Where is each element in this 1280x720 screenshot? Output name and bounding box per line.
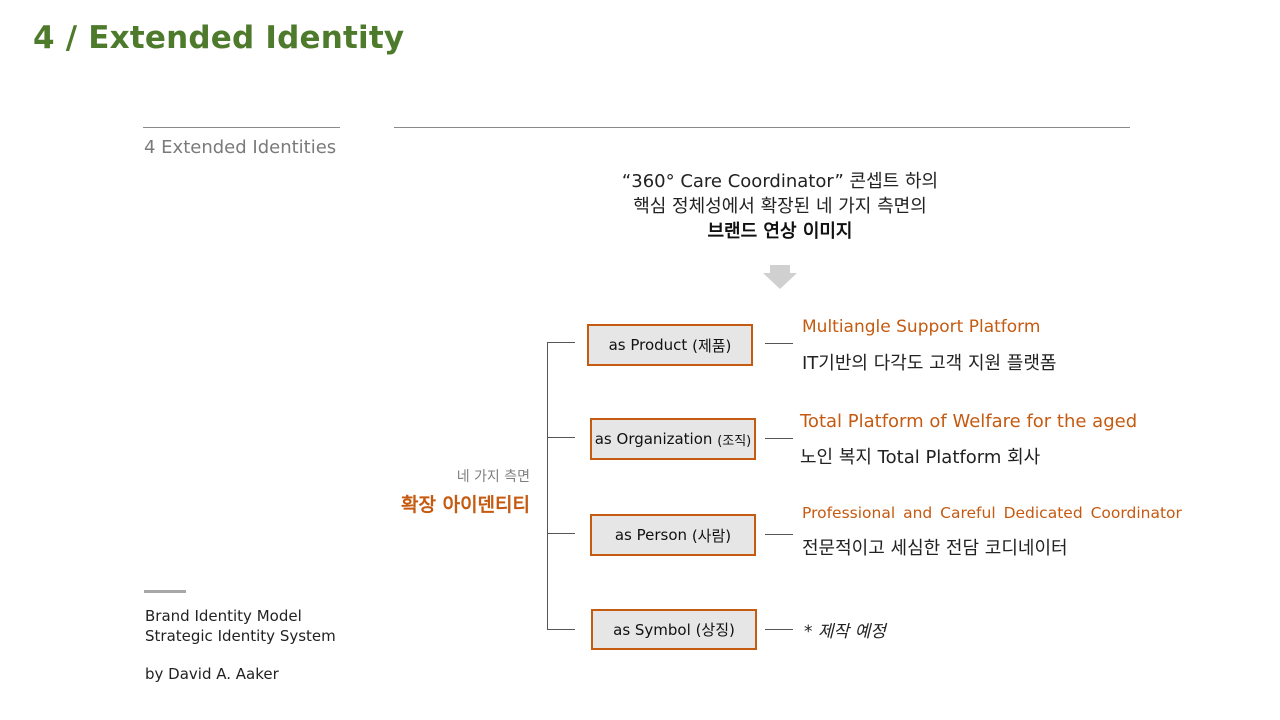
intro-line-1: “360° Care Coordinator” 콘셉트 하의 <box>621 171 939 192</box>
bracket-tick-organization <box>547 437 575 438</box>
aspect-note-symbol: * 제작 예정 <box>804 622 886 642</box>
aspect-box-symbol: as Symbol (상징) <box>591 609 757 650</box>
footer-model: Brand Identity Model Strategic Identity … <box>145 606 336 646</box>
intro-line-3: 브랜드 연상 이미지 <box>707 221 853 242</box>
aspect-label-ko: (조직) <box>717 433 752 449</box>
aspect-box-organization: as Organization (조직) <box>590 418 756 460</box>
section-subtitle: 4 Extended Identities <box>144 137 337 158</box>
footer-line-2: Strategic Identity System <box>145 627 336 645</box>
aspect-en-person: Professional and Careful Dedicated Coord… <box>802 504 1182 522</box>
aspect-label-ko: (상징) <box>695 621 735 639</box>
connector-organization <box>765 438 793 439</box>
center-label-small: 네 가지 측면 <box>456 469 530 485</box>
aspect-en-organization: Total Platform of Welfare for the aged <box>800 411 1138 432</box>
aspect-label-ko: (사람) <box>691 526 732 545</box>
intro-text: “360° Care Coordinator” 콘셉트 하의 핵심 정체성에서 … <box>560 169 1000 244</box>
footer-rule <box>144 590 186 593</box>
aspect-en-product: Multiangle Support Platform <box>802 317 1041 337</box>
center-label-big: 확장 아이덴티티 <box>401 494 530 516</box>
center-label: 네 가지 측면 확장 아이덴티티 <box>360 466 530 517</box>
connector-symbol <box>765 629 793 630</box>
bracket-tick-product <box>547 342 575 343</box>
aspect-label: as Person <box>614 526 688 544</box>
intro-line-2: 핵심 정체성에서 확장된 네 가지 측면의 <box>633 196 927 217</box>
header-rule <box>394 127 1130 128</box>
aspect-ko-person: 전문적이고 세심한 전담 코디네이터 <box>802 538 1068 559</box>
footer-line-1: Brand Identity Model <box>145 607 302 625</box>
aspect-ko-product: IT기반의 다각도 고객 지원 플랫폼 <box>802 353 1057 374</box>
connector-product <box>765 343 793 344</box>
slide-title: 4 / Extended Identity <box>33 20 405 56</box>
aspect-label-ko: (제품) <box>692 336 732 355</box>
bracket-tick-person <box>547 533 575 534</box>
bracket-tick-symbol <box>547 629 575 630</box>
footer-author: by David A. Aaker <box>145 665 279 683</box>
aspect-label: as Symbol <box>613 620 691 639</box>
aspect-box-product: as Product (제품) <box>587 324 753 366</box>
aspect-ko-organization: 노인 복지 Total Platform 회사 <box>800 447 1041 468</box>
aspect-label: as Product <box>608 336 688 354</box>
aspect-box-person: as Person (사람) <box>590 514 756 556</box>
subtitle-rule <box>143 127 340 128</box>
bracket-line <box>547 342 548 629</box>
connector-person <box>765 534 793 535</box>
down-arrow-icon <box>763 265 797 289</box>
aspect-label: as Organization <box>594 430 713 448</box>
